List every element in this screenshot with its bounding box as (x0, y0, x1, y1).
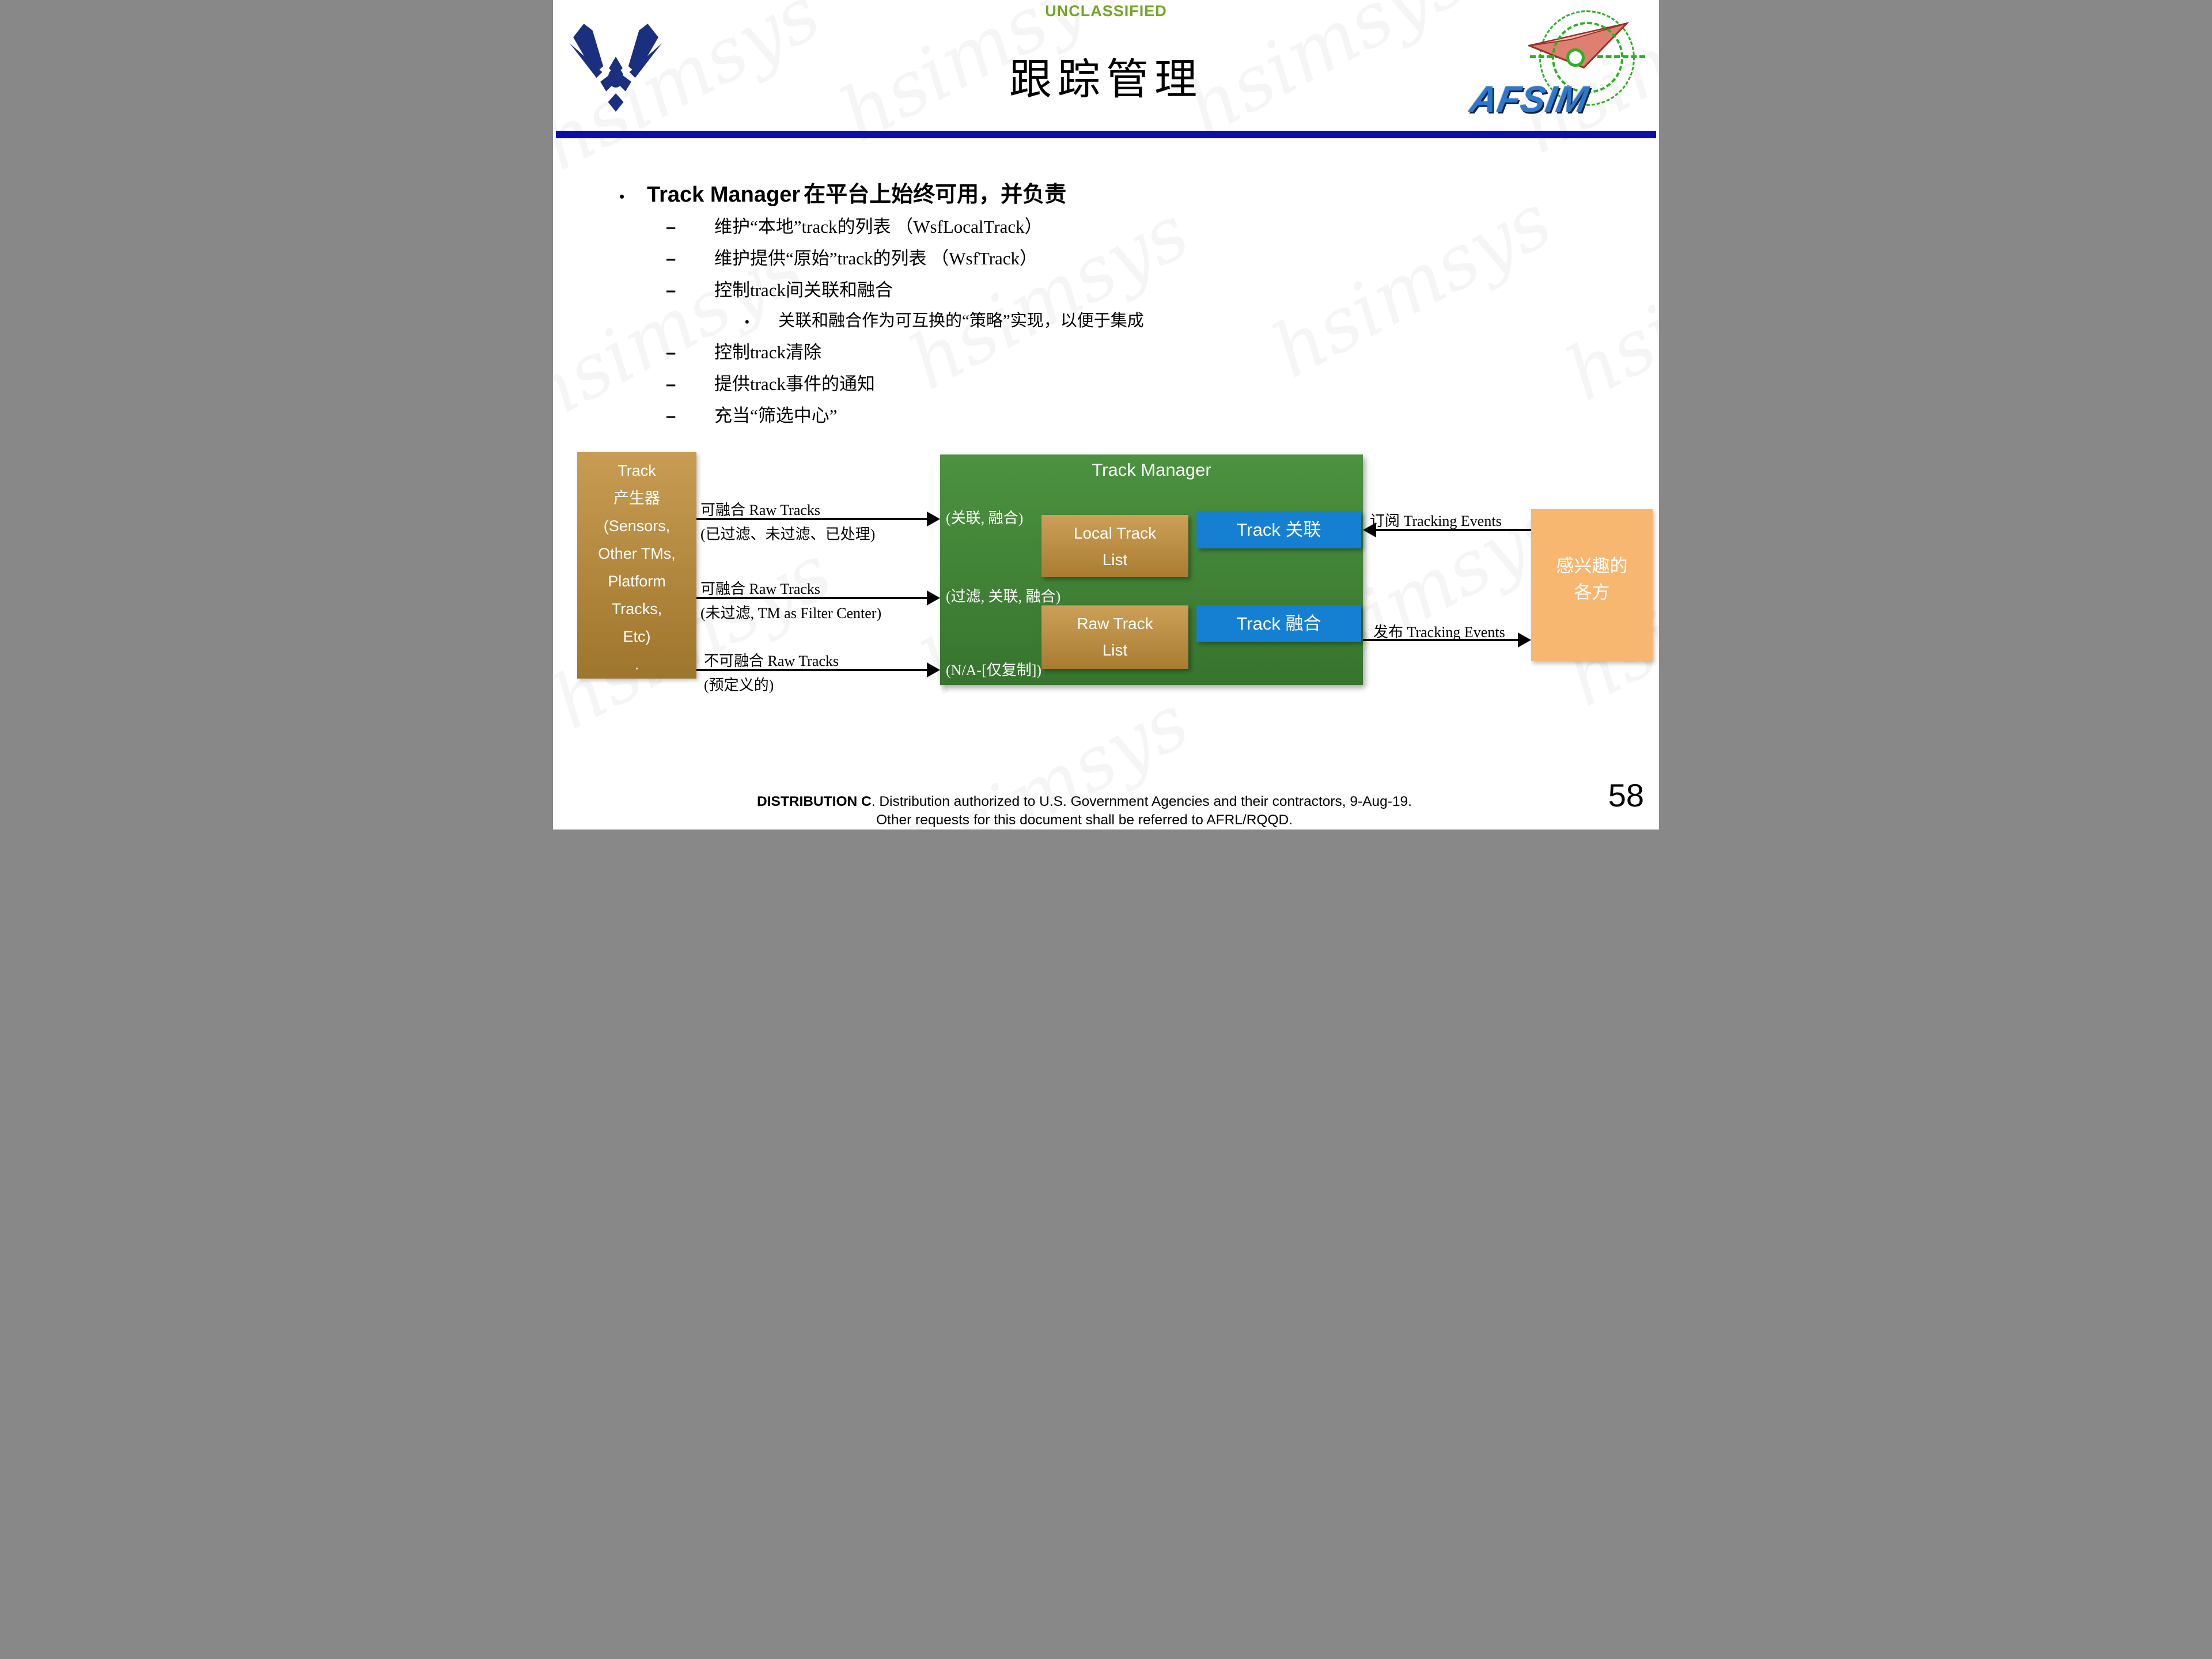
slide: hsimsys hsimsys hsimsys hsimsys hsimsys … (553, 0, 1659, 830)
bullet-dot: • (619, 188, 625, 205)
page-title: 跟踪管理 (1009, 56, 1203, 104)
page-number: 58 (1608, 777, 1644, 813)
distribution-label: DISTRIBUTION C (756, 794, 872, 809)
source-box-line: . (634, 656, 639, 673)
reticle-inner-icon (1552, 22, 1623, 93)
arrow-label-top: 可融合 Raw Tracks (700, 581, 821, 597)
arrow-label-bottom: (未过滤, TM as Filter Center) (700, 605, 882, 622)
arrow-line (696, 669, 929, 671)
arrowhead-right-icon (927, 662, 940, 677)
bullet-main-text: 在平台上始终可用，并负责 (804, 183, 1067, 207)
arrow-line (1363, 639, 1518, 641)
source-box-line: Track (618, 462, 656, 479)
arrowhead-left-icon (1363, 522, 1376, 537)
bullet-sub-3: – 控制track间关联和融合 (666, 275, 893, 301)
arrowhead-right-icon (927, 590, 940, 605)
dash-marker: – (666, 280, 676, 300)
arrowhead-right-icon (1518, 632, 1531, 647)
arrow-line (696, 597, 929, 599)
bullet-sub-6: – 充当“筛选中心” (666, 401, 838, 427)
publish-arrow-label: 发布 Tracking Events (1373, 624, 1505, 641)
local-track-list-line: List (1102, 551, 1128, 569)
arrow-label-bottom: (预定义的) (704, 677, 774, 694)
distribution-text: . Distribution authorized to U.S. Govern… (871, 794, 1412, 809)
bullet-sub-4: – 控制track清除 (666, 338, 821, 363)
bullet-sub-text: 控制track清除 (714, 342, 821, 362)
watermark: hsimsys (1258, 176, 1566, 395)
distribution-statement-line2: Other requests for this document shall b… (876, 812, 1293, 828)
dash-marker: – (666, 342, 676, 362)
source-box-line: Other TMs, (598, 545, 676, 562)
track-generator-box: Track 产生器 (Sensors, Other TMs, Platform … (577, 452, 696, 679)
interested-parties-line: 感兴趣的 (1556, 556, 1628, 576)
classification-banner: UNCLASSIFIED (1045, 2, 1167, 20)
bullet-main-latin: Track Manager (647, 183, 801, 207)
arrow-label-top: 不可融合 Raw Tracks (704, 653, 839, 669)
interested-parties-box: 感兴趣的 各方 (1531, 509, 1653, 661)
tm-annotation-3: (N/A-[仅复制]) (946, 662, 1042, 679)
bullet-subsub-text: 关联和融合作为可互换的“策略”实现，以便于集成 (778, 312, 1144, 330)
track-manager-box: Track Manager (关联, 融合) (过滤, 关联, 融合) (N/A… (940, 454, 1363, 685)
bullet-sub-text: 控制track间关联和融合 (714, 280, 893, 300)
bullet-sub-text: 充当“筛选中心” (714, 406, 838, 426)
arrow-label-bottom: (已过滤、未过滤、已处理) (700, 526, 876, 543)
afsim-logo-text: AFSIM (1467, 78, 1592, 120)
dash-marker: – (666, 406, 676, 426)
header-divider (556, 131, 1656, 138)
interested-parties-line: 各方 (1574, 582, 1610, 603)
distribution-statement: DISTRIBUTION C. Distribution authorized … (553, 794, 1616, 810)
usaf-wings-icon (569, 24, 662, 112)
afsim-logo: AFSIM (1467, 7, 1651, 125)
arrow-label-top: 可融合 Raw Tracks (700, 502, 821, 518)
bullet-sub-5: – 提供track事件的通知 (666, 369, 875, 395)
track-fusion-box: Track 融合 (1196, 605, 1361, 642)
bullet-sub-text: 提供track事件的通知 (714, 374, 875, 394)
watermark: hsimsys (1552, 199, 1659, 418)
arrowhead-right-icon (927, 512, 940, 527)
dash-marker: – (666, 248, 676, 268)
raw-track-list-box: Raw Track List (1041, 605, 1188, 669)
bullet-subsub: • 关联和融合作为可互换的“策略”实现，以便于集成 (745, 307, 1144, 331)
bullet-sub-text: 维护“本地”track的列表 （WsfLocalTrack） (714, 217, 1043, 237)
raw-track-list-line: List (1102, 641, 1128, 659)
raw-track-list-line: Raw Track (1077, 615, 1153, 632)
arrow-line (696, 518, 929, 520)
dash-marker: – (666, 374, 676, 394)
reticle-outer-icon (1539, 10, 1635, 106)
track-association-box: Track 关联 (1196, 512, 1361, 548)
bullet-sub-text: 维护提供“原始”track的列表 （WsfTrack） (714, 248, 1038, 268)
dash-marker: – (666, 217, 676, 237)
tm-annotation-2: (过滤, 关联, 融合) (946, 588, 1061, 605)
bullet-sub-2: – 维护提供“原始”track的列表 （WsfTrack） (666, 244, 1037, 270)
source-box-line: Platform (608, 573, 666, 590)
reticle-center-icon (1566, 48, 1585, 67)
track-manager-title: Track Manager (1092, 460, 1211, 480)
subscribe-arrow-label: 订阅 Tracking Events (1370, 513, 1502, 529)
bullet-dot: • (745, 315, 749, 329)
source-box-line: 产生器 (613, 490, 660, 507)
tm-annotation-1: (关联, 融合) (946, 510, 1024, 527)
source-box-line: Etc) (623, 628, 651, 645)
bullet-sub-1: – 维护“本地”track的列表 （WsfLocalTrack） (666, 212, 1043, 238)
source-box-line: Tracks, (611, 600, 662, 618)
arrow-line (1376, 529, 1531, 531)
source-box-line: (Sensors, (603, 517, 671, 535)
local-track-list-box: Local Track List (1041, 515, 1188, 577)
local-track-list-line: Local Track (1073, 524, 1157, 542)
